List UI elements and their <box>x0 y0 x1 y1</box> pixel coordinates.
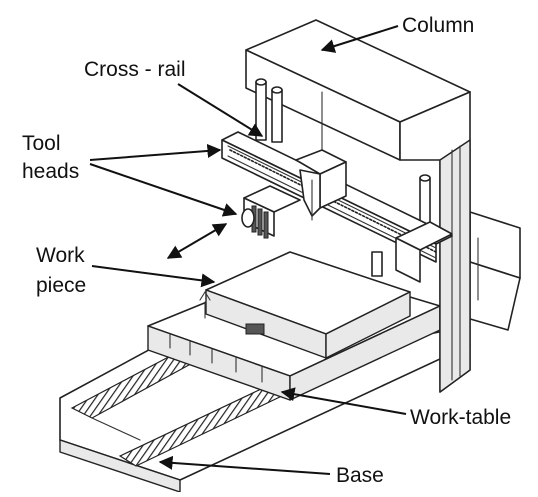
tool-heads-leader-2 <box>89 163 238 217</box>
base-leader <box>158 455 331 475</box>
side-frame <box>459 211 521 331</box>
work-piece-leader <box>91 265 216 288</box>
motion-double-arrow <box>166 223 228 259</box>
label-tool-heads-line1: Tool <box>22 132 61 155</box>
label-work-piece-line1: Work <box>36 244 85 267</box>
label-tool-heads-line2: heads <box>22 160 79 183</box>
work-table-leader <box>280 387 407 415</box>
column <box>245 19 471 393</box>
tool-heads <box>241 149 347 239</box>
label-cross-rail: Cross - rail <box>84 58 186 81</box>
label-work-piece-line2: piece <box>36 274 86 297</box>
cross-rail-leader <box>177 83 264 137</box>
work-piece <box>199 251 411 359</box>
tool-heads-leader-1 <box>89 143 222 161</box>
column-leader <box>320 25 399 53</box>
label-column: Column <box>402 14 474 37</box>
label-base: Base <box>336 464 384 487</box>
label-work-table: Work-table <box>410 406 511 429</box>
